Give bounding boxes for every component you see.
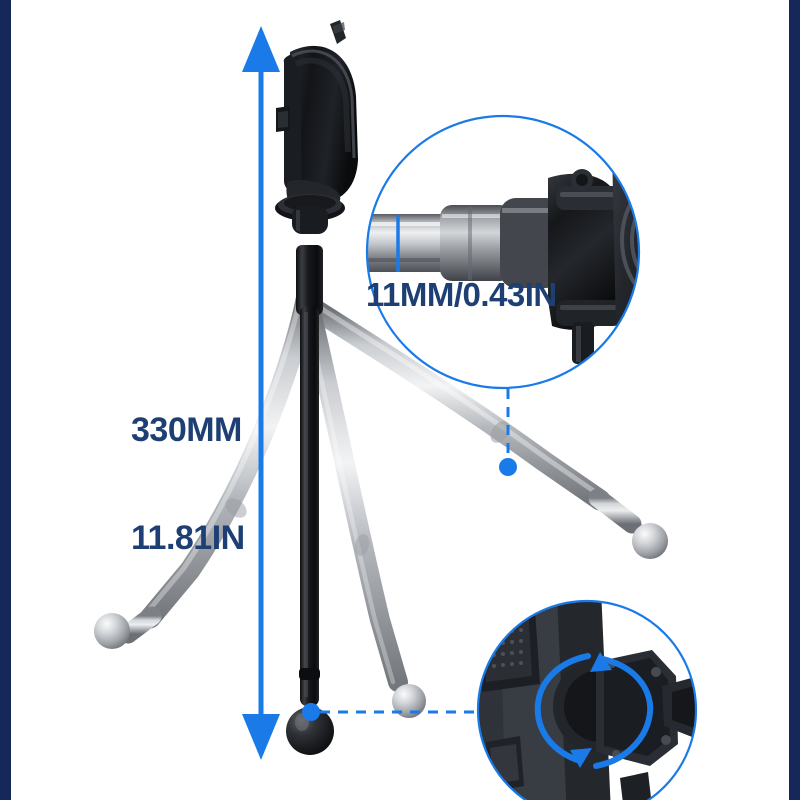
height-measurement-arrow bbox=[242, 26, 280, 760]
rotation-arrow-head-top bbox=[590, 652, 612, 672]
phone-holder-head bbox=[275, 20, 358, 234]
callout-anchor-dot bbox=[302, 703, 320, 721]
leg-foot-ball bbox=[94, 613, 130, 649]
arrow-head-up bbox=[242, 26, 280, 72]
height-dimension-label: 330MM 11.81IN bbox=[131, 340, 245, 628]
magnifier-circle-outline bbox=[365, 114, 641, 390]
leg-foot-ball bbox=[392, 684, 426, 718]
tripod-leg-right bbox=[305, 299, 668, 559]
leg-foot-ball bbox=[632, 523, 668, 559]
callout-anchor-dot bbox=[499, 458, 517, 476]
grip-rings bbox=[620, 173, 639, 307]
pole-base-ball bbox=[286, 707, 334, 755]
magnifier-circle-outline bbox=[476, 599, 698, 800]
center-pole bbox=[286, 245, 334, 755]
rod-diameter-label: 11MM/0.43IN bbox=[366, 276, 557, 313]
rotation-arrow-head-bottom bbox=[570, 748, 592, 768]
tripod-legs bbox=[94, 289, 668, 718]
left-edge-bar bbox=[0, 0, 11, 800]
rotation-arrow bbox=[534, 653, 654, 769]
height-mm-value: 330MM bbox=[131, 411, 242, 450]
grille-pad bbox=[478, 601, 540, 692]
arrow-head-down bbox=[242, 714, 280, 760]
right-edge-bar bbox=[789, 0, 800, 800]
height-in-value: 11.81IN bbox=[131, 519, 245, 558]
